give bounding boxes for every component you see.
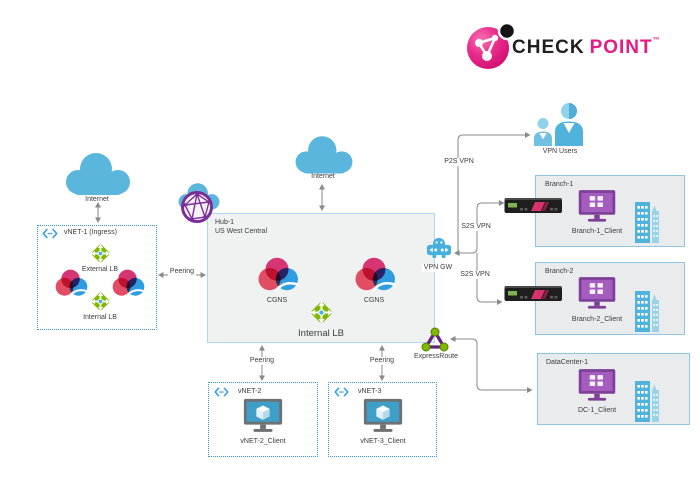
internet-left-label: Internet [85, 196, 109, 203]
vpn-gw-label: VPN GW [421, 264, 455, 272]
building-icon [634, 198, 660, 244]
p2s-link [457, 134, 525, 253]
vnet1-title: vNET-1 (Ingress) [64, 229, 117, 236]
vpn-users-label: VPN Users [542, 148, 578, 155]
branch2-title: Branch-2 [545, 268, 574, 275]
vnet1-internal-lb-label: Internal LB [83, 314, 117, 321]
cloudguard-cluster-icon [109, 269, 146, 298]
expressroute-link [455, 338, 527, 391]
vnet3-client-label: vNET-3_Client [360, 438, 406, 445]
dc1-client-label: DC-1_Client [577, 407, 617, 414]
logo-trademark: ™ [652, 37, 660, 44]
hub1-region: US West Central [215, 228, 267, 235]
cloudguard-cluster-icon [52, 269, 89, 298]
building-icon [634, 287, 660, 333]
vnet1-box [37, 225, 157, 330]
appliance-icon [504, 195, 564, 217]
branch2-client-label: Branch-2_Client [571, 316, 623, 323]
hub-internal-lb-label: Internal LB [298, 328, 344, 339]
vnet-icon [214, 387, 229, 397]
vnet-icon [334, 387, 349, 397]
internal-lb-icon [88, 289, 113, 314]
expressroute-icon [418, 327, 452, 353]
external-lb-icon [88, 241, 113, 266]
client-monitor-icon [576, 368, 618, 405]
expressroute-label: ExpressRoute [412, 353, 460, 361]
s2s-vpn-branch1-label: S2S VPN [459, 223, 493, 231]
logo-word-point: POINT [589, 37, 653, 58]
hub-internal-lb-icon [307, 298, 336, 327]
peering-vnet2-label: Peering [247, 357, 277, 365]
internet-cloud-top-icon [292, 133, 356, 175]
branch1-client-label: Branch-1_Client [571, 228, 623, 235]
p2s-vpn-label: P2S VPN [442, 158, 476, 166]
client-monitor-icon [576, 276, 618, 313]
vnet-icon [42, 228, 58, 239]
vwan-globe-icon [179, 189, 215, 225]
cloudguard-cluster-icon [254, 256, 300, 294]
cgns-left-label: CGNS [266, 297, 288, 304]
cube-monitor-icon [241, 398, 285, 436]
branch1-title: Branch-1 [545, 181, 574, 188]
vpn-users-icon [533, 102, 587, 147]
cgns-right-label: CGNS [363, 297, 385, 304]
internet-top-label: Internet [311, 173, 335, 180]
vnet3-title: vNET-3 [358, 388, 382, 395]
client-monitor-icon [576, 189, 618, 226]
cube-monitor-icon [361, 398, 405, 436]
vnet2-client-label: vNET-2_Client [240, 438, 286, 445]
external-lb-label: External LB [81, 266, 119, 273]
cloudguard-cluster-icon [351, 256, 397, 294]
s2s-vpn-branch2-label: S2S VPN [458, 271, 492, 279]
internet-cloud-left-icon [62, 150, 134, 196]
hub1-title: Hub-1 [215, 219, 235, 226]
datacenter1-title: DataCenter-1 [546, 359, 589, 366]
building-icon [634, 377, 660, 423]
vnet2-title: vNET-2 [238, 388, 262, 395]
logo-word-check: CHECK [512, 37, 585, 58]
vpn-gateway-icon [426, 236, 452, 263]
appliance-icon [504, 283, 564, 305]
peering-vnet3-label: Peering [367, 357, 397, 365]
peering-left-label: Peering [167, 268, 197, 276]
